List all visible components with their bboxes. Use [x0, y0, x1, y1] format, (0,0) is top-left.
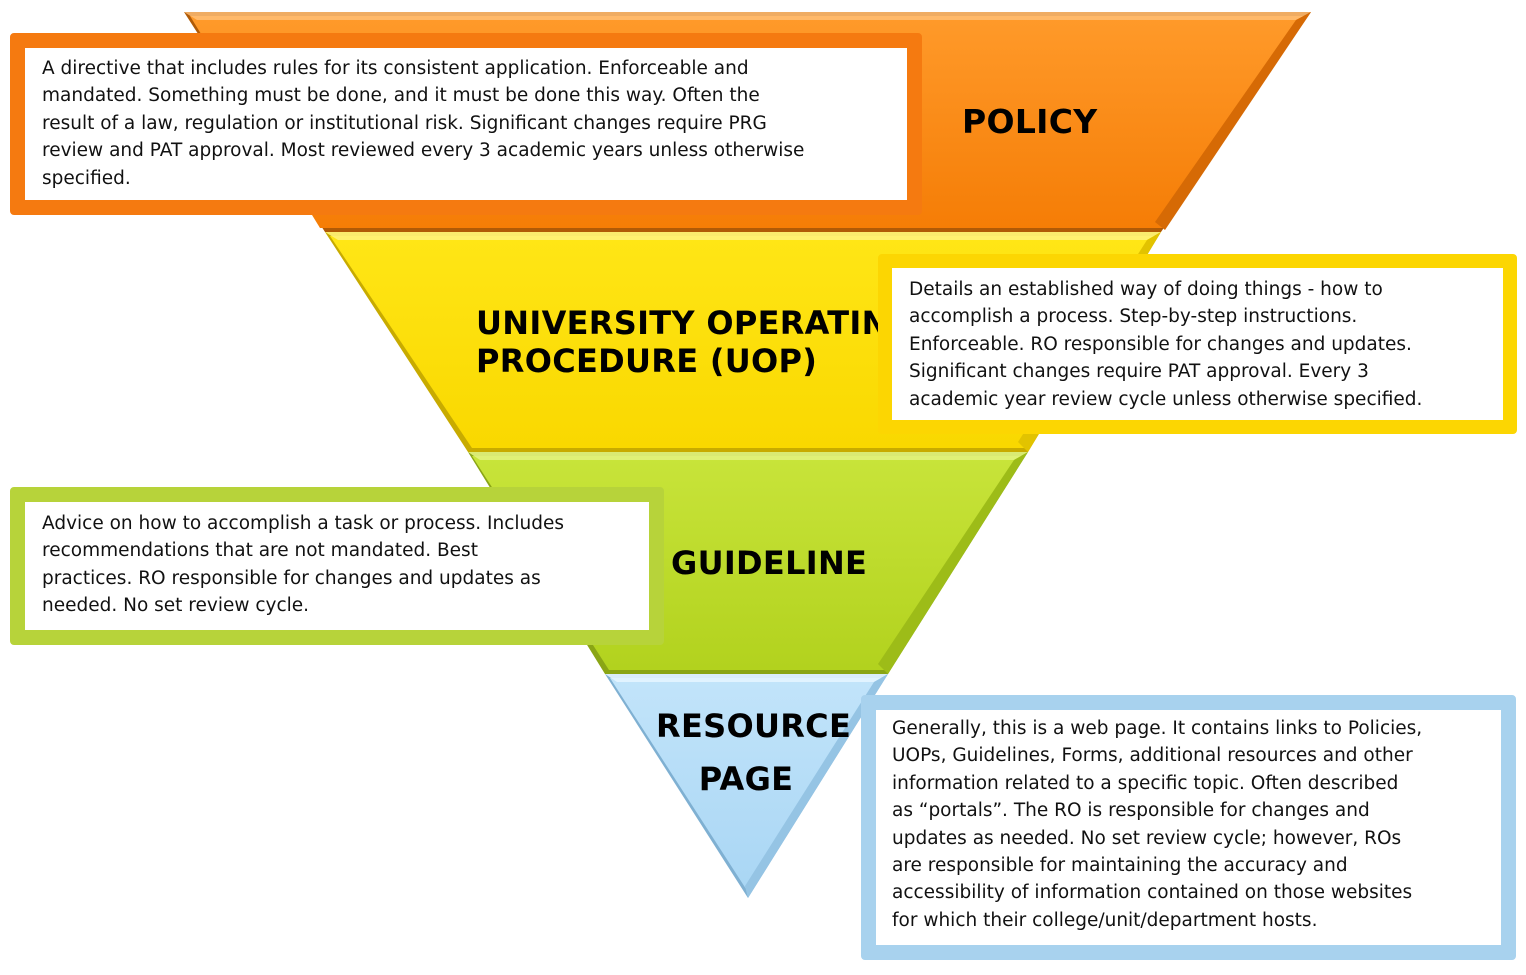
uop-description-box: Details an established way of doing thin…	[878, 254, 1517, 434]
policy-title: POLICY	[962, 102, 1098, 141]
guideline-label: GUIDELINE	[671, 544, 867, 582]
guideline-title: GUIDELINE	[671, 544, 868, 582]
resource-description: Generally, this is a web page. It contai…	[892, 718, 1423, 931]
uop-title-line2: PROCEDURE (UOP)	[476, 342, 818, 380]
resource-label: RESOURCE PAGE	[656, 700, 852, 806]
uop-description: Details an established way of doing thin…	[909, 279, 1423, 410]
policy-description-box: A directive that includes rules for its …	[10, 33, 922, 215]
guideline-description: Advice on how to accomplish a task or pr…	[42, 513, 564, 617]
resource-description-box: Generally, this is a web page. It contai…	[861, 695, 1516, 960]
policy-label: POLICY	[962, 102, 1097, 141]
guideline-description-box: Advice on how to accomplish a task or pr…	[10, 487, 664, 645]
uop-label: UNIVERSITY OPERATING PROCEDURE (UOP)	[476, 304, 915, 380]
uop-title-line1: UNIVERSITY OPERATING	[476, 304, 916, 342]
resource-band	[605, 674, 888, 898]
policy-description: A directive that includes rules for its …	[42, 58, 805, 189]
resource-title-line2: PAGE	[698, 760, 794, 798]
resource-title-line1: RESOURCE	[656, 707, 852, 745]
